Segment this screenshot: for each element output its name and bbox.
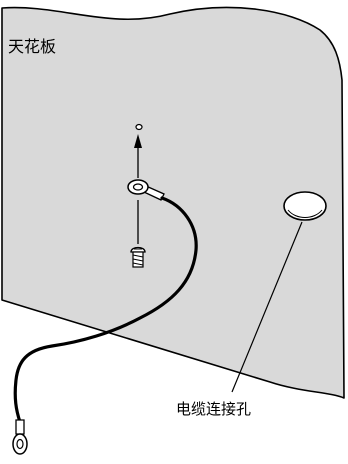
cable-hole-label: 电缆连接孔 bbox=[176, 400, 251, 418]
up-arrow-icon bbox=[134, 134, 142, 178]
cable-lug-top bbox=[127, 179, 165, 201]
cable-lug-end bbox=[12, 419, 28, 455]
grounding-cable bbox=[13, 196, 198, 424]
cable-connection-hole bbox=[283, 191, 327, 221]
ceiling-label: 天花板 bbox=[8, 37, 56, 56]
screw-hole bbox=[135, 123, 143, 131]
cable-hole-leader-line bbox=[231, 221, 303, 393]
screw-icon bbox=[130, 246, 146, 268]
